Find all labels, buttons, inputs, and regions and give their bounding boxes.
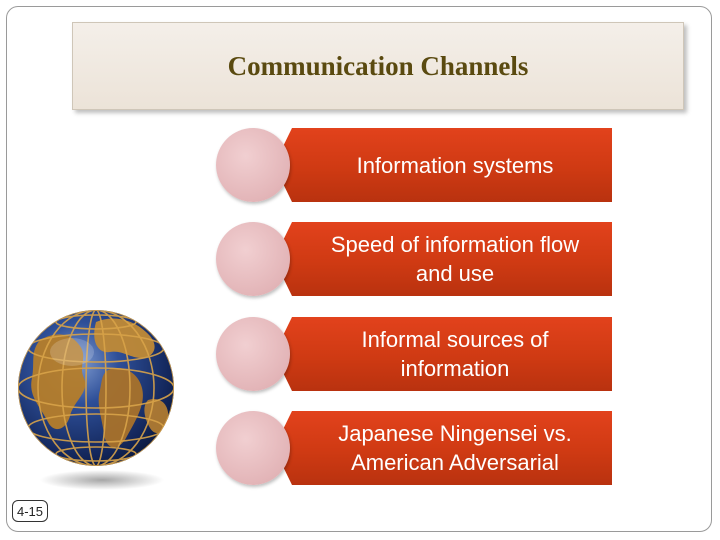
globe-image xyxy=(18,310,174,490)
list-item-information-systems: Information systems xyxy=(216,128,614,202)
item-label: Information systems xyxy=(356,152,554,178)
item-circle-bullet xyxy=(216,411,290,485)
slide-title: Communication Channels xyxy=(227,50,529,81)
list-item-ningensei-vs-adversarial: Japanese Ningensei vs. American Adversar… xyxy=(216,411,614,485)
item-circle-bullet xyxy=(216,317,290,391)
item-circle-bullet xyxy=(216,128,290,202)
title-box: Communication Channels xyxy=(72,22,684,110)
list-item-informal-sources: Informal sources of information xyxy=(216,317,614,391)
item-bar: Informal sources of information xyxy=(274,317,612,391)
item-bar: Information systems xyxy=(274,128,612,202)
slide-frame xyxy=(6,6,712,532)
item-label: Informal sources of information xyxy=(361,327,549,381)
item-label: Japanese Ningensei vs. American Adversar… xyxy=(338,421,572,475)
item-bar: Speed of information flow and use xyxy=(274,222,612,296)
item-bar: Japanese Ningensei vs. American Adversar… xyxy=(274,411,612,485)
item-label: Speed of information flow and use xyxy=(330,232,580,286)
page-number-badge: 4-15 xyxy=(12,500,48,522)
item-circle-bullet xyxy=(216,222,290,296)
list-item-speed-of-information: Speed of information flow and use xyxy=(216,222,614,296)
